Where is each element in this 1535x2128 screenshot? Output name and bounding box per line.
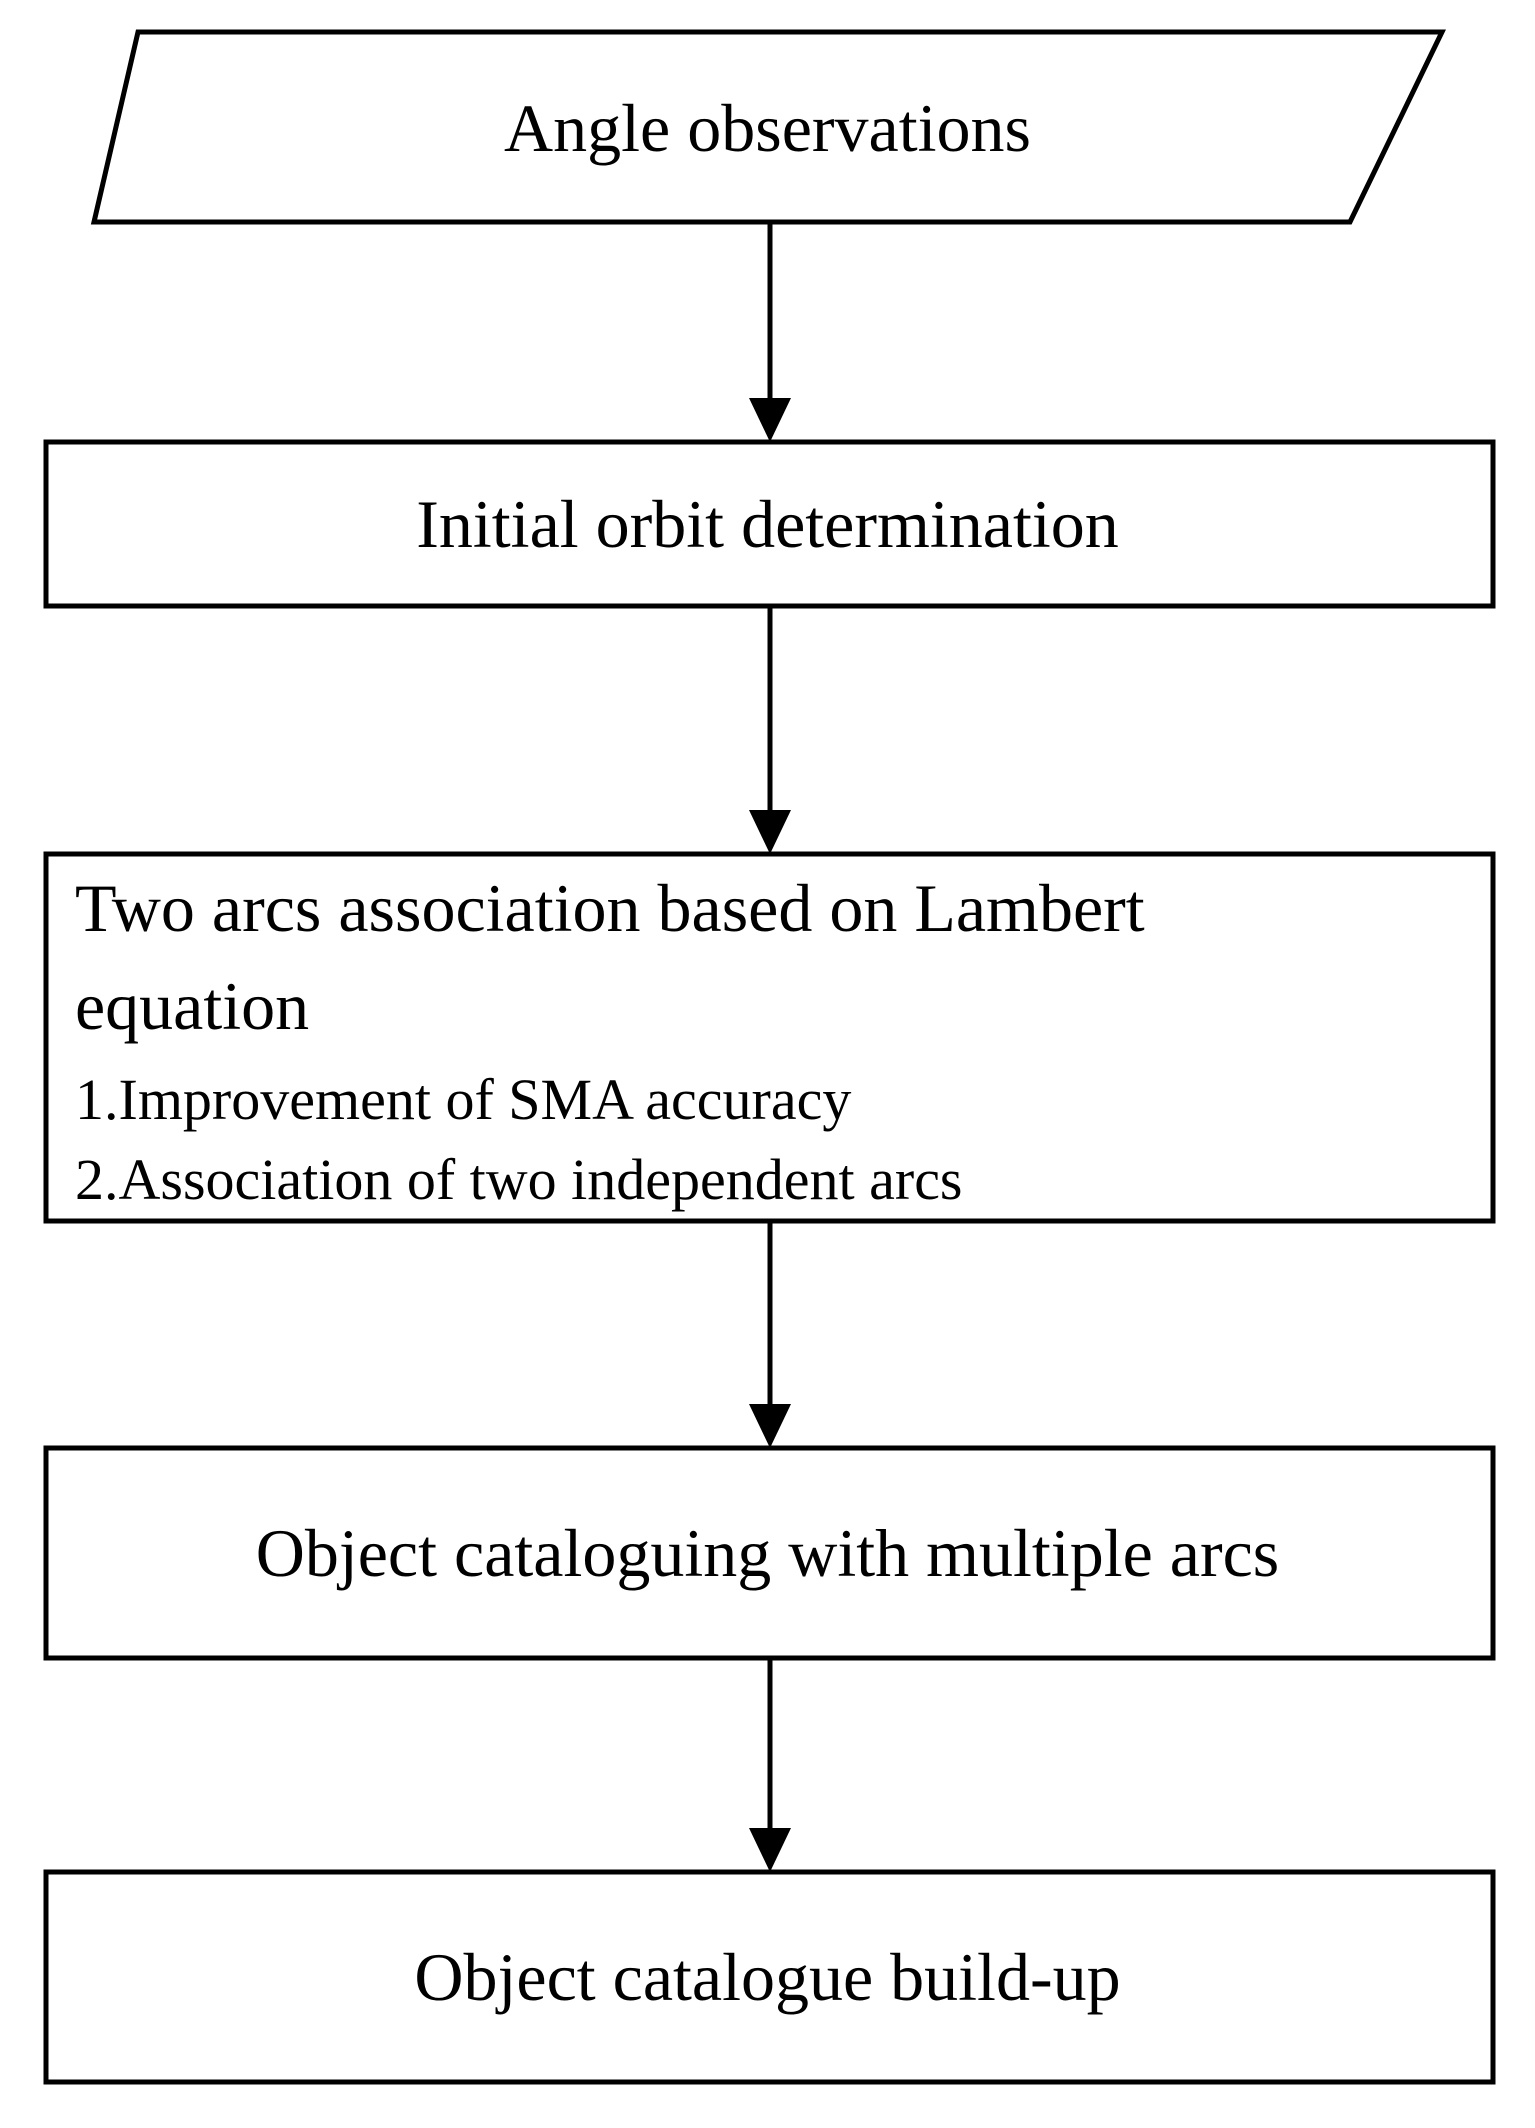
arc-association-box <box>43 851 1496 1224</box>
initial-orbit-box <box>43 439 1496 609</box>
arrow-2-head <box>749 810 791 854</box>
object-cataloguing-label: Object cataloguing with multiple arcs <box>255 1515 1280 1591</box>
arrow-3-head <box>749 1404 791 1448</box>
arrow-1-head <box>749 398 791 442</box>
arc-association-item-1: 1.Improvement of SMA accuracy <box>75 1067 852 1132</box>
initial-orbit-label: Initial orbit determination <box>416 486 1119 562</box>
catalogue-buildup-label: Object catalogue build-up <box>414 1939 1121 2015</box>
object-cataloguing-box <box>43 1445 1496 1661</box>
arc-association-title-line1: Two arcs association based on Lambert <box>75 870 1145 946</box>
arrow-4-head <box>749 1828 791 1872</box>
arc-association-title-line2: equation <box>75 968 310 1044</box>
arc-association-item-2: 2.Association of two independent arcs <box>75 1147 963 1212</box>
catalogue-buildup-box <box>43 1869 1496 2085</box>
input-label: Angle observations <box>504 90 1031 166</box>
input-parallelogram <box>90 29 1446 225</box>
